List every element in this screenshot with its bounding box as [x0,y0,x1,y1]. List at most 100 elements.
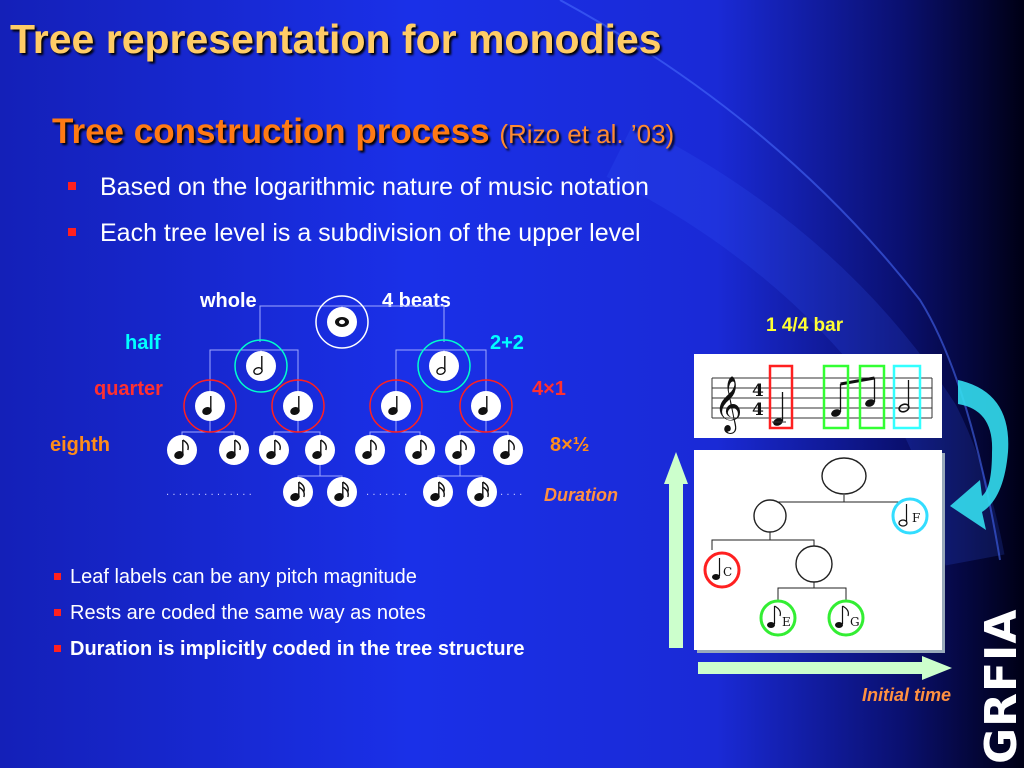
eighth-note-node [305,435,335,465]
sixteenth-note-node [283,477,313,507]
leaf-f-label: F [912,511,920,525]
level-name-eighth: eighth [50,434,110,456]
tree-inner-node [753,499,787,533]
quarter-note-icon [202,396,212,416]
sixteenth-note-node [327,477,357,507]
highlight-box-cyan [892,364,922,430]
level-value-quarter: 4×1 [532,378,566,400]
square-bullet-icon [54,573,61,580]
eighth-note-node [219,435,249,465]
leaf-c: C [703,551,741,589]
slide-title: Tree representation for monodies [10,16,662,62]
bottom-bullet-item: Duration is implicitly coded in the tree… [54,634,525,670]
level-name-whole: whole [200,290,257,312]
leaf-e-label: E [782,615,791,629]
eighth-note-icon [362,439,377,460]
time-signature-top: 4 [752,381,764,401]
melody-tree: C E G F [703,457,929,637]
eighth-note-icon [266,439,281,460]
bullet-list: Based on the logarithmic nature of music… [64,170,649,262]
svg-text:. . . .: . . . . [500,487,522,498]
sixteenth-note-icon [430,481,445,502]
logo-text: GRFIA [978,609,1024,764]
leaf-e: E [759,599,797,637]
half-note-node [417,339,471,393]
square-bullet-icon [68,182,76,190]
whole-note-node [315,295,369,349]
quarter-note-node [369,379,423,433]
svg-text:. . . . . . . . . . . . . .: . . . . . . . . . . . . . . [166,487,252,498]
eighth-note-node [355,435,385,465]
grfia-logo: GRFIA [978,609,1024,764]
staff-panel: 𝄞 4 4 [694,354,942,438]
eighth-note-icon [312,439,327,460]
time-signature-bottom: 4 [752,400,764,420]
quarter-note-icon [388,396,398,416]
leaf-g: G [827,599,865,637]
sixteenth-note-node [467,477,497,507]
subtitle-citation: (Rizo et al. ’03) [499,119,675,149]
half-note-node [234,339,288,393]
sixteenth-note-icon [334,481,349,502]
square-bullet-icon [54,645,61,652]
eighth-note-icon [452,439,467,460]
beam [840,376,875,386]
treble-clef-icon: 𝄞 [714,376,742,434]
duration-label: Duration [544,485,618,505]
eighth-note-icon [174,439,189,460]
eighth-note-node [493,435,523,465]
quarter-note-node [183,379,237,433]
leaf-f: F [891,497,929,535]
subtitle-main: Tree construction process [52,112,490,151]
note-f [898,380,910,413]
eighth-note-icon [500,439,515,460]
half-note-icon [436,356,446,376]
bottom-bullet-item: Leaf labels can be any pitch magnitude [54,562,525,598]
quarter-note-node [459,379,513,433]
music-staff: 𝄞 4 4 [711,364,933,434]
quarter-note-node [271,379,325,433]
eighth-note-node [259,435,289,465]
level-name-quarter: quarter [94,378,163,400]
tree-root-node [821,457,867,495]
highlight-box-green [858,364,886,430]
tree-inner-node [795,545,833,583]
quarter-note-icon [478,396,488,416]
whole-note-icon [335,317,349,327]
leaf-g-label: G [850,615,860,629]
initial-time-label: Initial time [862,685,952,705]
note-c [772,392,786,426]
bullet-item: Each tree level is a subdivision of the … [64,216,649,262]
highlight-box-red [768,364,794,430]
eighth-note-node [445,435,475,465]
note-e [831,384,842,417]
eighth-note-icon [412,439,427,460]
square-bullet-icon [68,228,76,236]
bar-label: 1 4/4 bar [766,315,844,336]
subtitle: Tree construction process (Rizo et al. ’… [52,112,674,152]
highlight-box-green [822,364,850,430]
dotted-timeline: . . . . . . . . . . . . . . . . . . . . … [166,487,522,498]
bottom-bullet-item: Rests are coded the same way as notes [54,598,525,634]
note-g [865,378,876,407]
staff-lines [711,377,933,419]
melody-tree-panel: C E G F [694,450,942,650]
square-bullet-icon [54,609,61,616]
eighth-note-node [405,435,435,465]
half-note-icon [253,356,263,376]
sixteenth-note-icon [290,481,305,502]
eighth-note-node [167,435,197,465]
level-value-eighth: 8×½ [550,434,590,456]
level-value-half: 2+2 [490,332,524,354]
sixteenth-note-node [423,477,453,507]
eighth-note-icon [226,439,241,460]
leaf-c-label: C [723,565,732,579]
sixteenth-note-icon [474,481,489,502]
svg-text:. . . . . . .: . . . . . . . [366,487,407,498]
bottom-bullet-list: Leaf labels can be any pitch magnitude R… [54,562,525,670]
quarter-note-icon [290,396,300,416]
bullet-item: Based on the logarithmic nature of music… [64,170,649,216]
level-name-half: half [125,332,161,354]
